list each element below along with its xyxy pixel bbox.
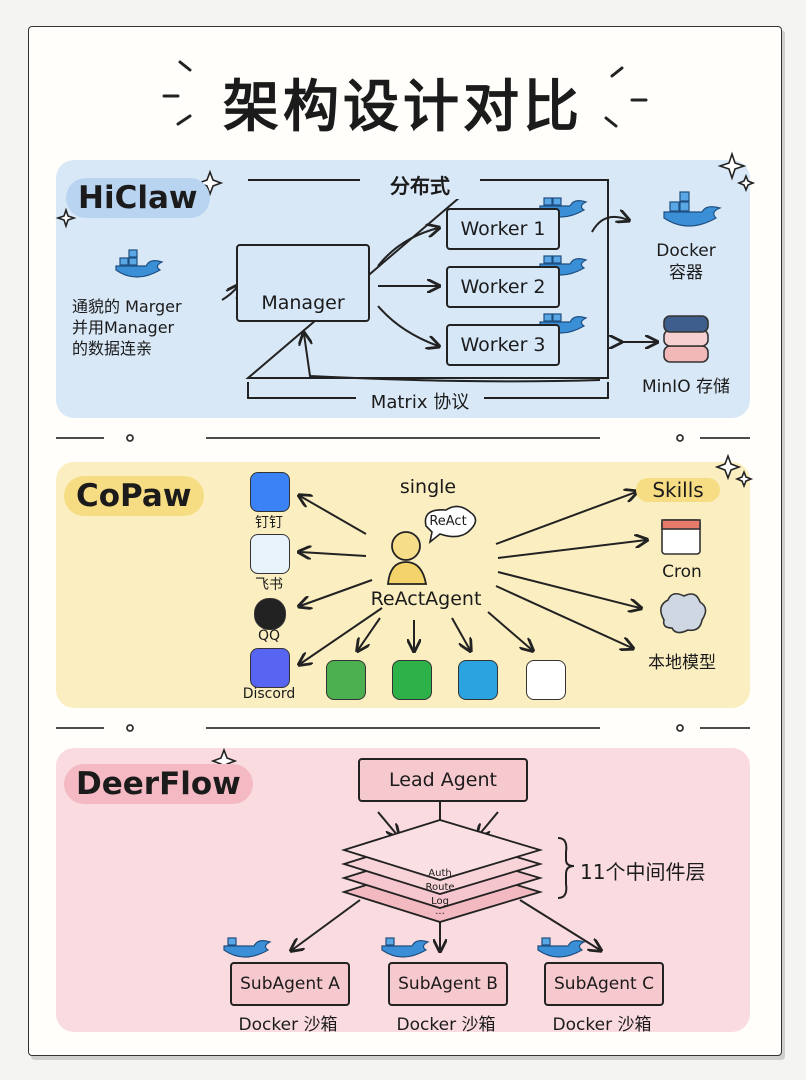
- subagent-c-node: SubAgent C: [544, 962, 664, 1006]
- slack-icon: [526, 660, 566, 700]
- calendar-icon: [661, 519, 701, 555]
- lead-agent-node: Lead Agent: [358, 758, 528, 802]
- middleware-label: 11个中间件层: [580, 860, 706, 884]
- telegram-icon: [458, 660, 498, 700]
- channel-label: QQ: [257, 628, 281, 644]
- discord-icon: [250, 648, 290, 688]
- middleware-layers: [340, 819, 544, 923]
- feishu-icon: [250, 534, 290, 574]
- channel-label: 钉钉: [255, 515, 283, 531]
- docker-container-label: Docker 容器: [656, 241, 716, 283]
- copaw-tag: CoPaw: [64, 476, 204, 516]
- layer-label: ...: [435, 906, 445, 917]
- qq-icon: [254, 598, 286, 630]
- single-label: single: [399, 476, 457, 498]
- channel-label: Discord: [242, 686, 296, 702]
- manager-node: Manager: [236, 244, 370, 322]
- dingtalk-icon: [250, 472, 290, 512]
- matrix-protocol-label: Matrix 协议: [356, 388, 484, 414]
- docker-whales: [115, 191, 722, 958]
- brain-icon: [660, 592, 707, 634]
- deerflow-tag: DeerFlow: [64, 764, 253, 804]
- react-bubble: [424, 505, 477, 544]
- distributed-label: 分布式: [360, 170, 480, 199]
- manager-note: 通貌的 Marger 并用Manager 的数据连亲: [72, 297, 182, 358]
- wechat-work-icon: [326, 660, 366, 700]
- database-icon: [663, 315, 709, 363]
- sandbox-label: Docker 沙箱: [552, 1015, 652, 1035]
- minio-label: MinIO 存储: [642, 377, 730, 397]
- wechat-icon: [392, 660, 432, 700]
- subagent-a-node: SubAgent A: [230, 962, 350, 1006]
- layer-label: Route: [425, 882, 455, 893]
- layer-label: Log: [431, 896, 449, 907]
- cron-label: Cron: [662, 562, 702, 582]
- sandbox-label: Docker 沙箱: [238, 1015, 338, 1035]
- title-dashes: [162, 60, 648, 128]
- hiclaw-tag: HiClaw: [66, 178, 210, 218]
- react-agent-label: ReActAgent: [370, 588, 482, 610]
- react-bubble-label: ReAct: [429, 514, 467, 529]
- worker-2-node: Worker 2: [446, 266, 560, 308]
- local-model-label: 本地模型: [648, 653, 716, 673]
- worker-1-node: Worker 1: [446, 208, 560, 250]
- channel-label: 飞书: [255, 577, 283, 593]
- worker-3-node: Worker 3: [446, 324, 560, 366]
- subagent-b-node: SubAgent B: [388, 962, 508, 1006]
- react-agent-figure: [387, 531, 428, 585]
- skills-label: Skills: [636, 478, 720, 502]
- page-title: 架构设计对比: [223, 75, 583, 140]
- sandbox-label: Docker 沙箱: [396, 1015, 496, 1035]
- layer-label: Auth: [428, 868, 452, 879]
